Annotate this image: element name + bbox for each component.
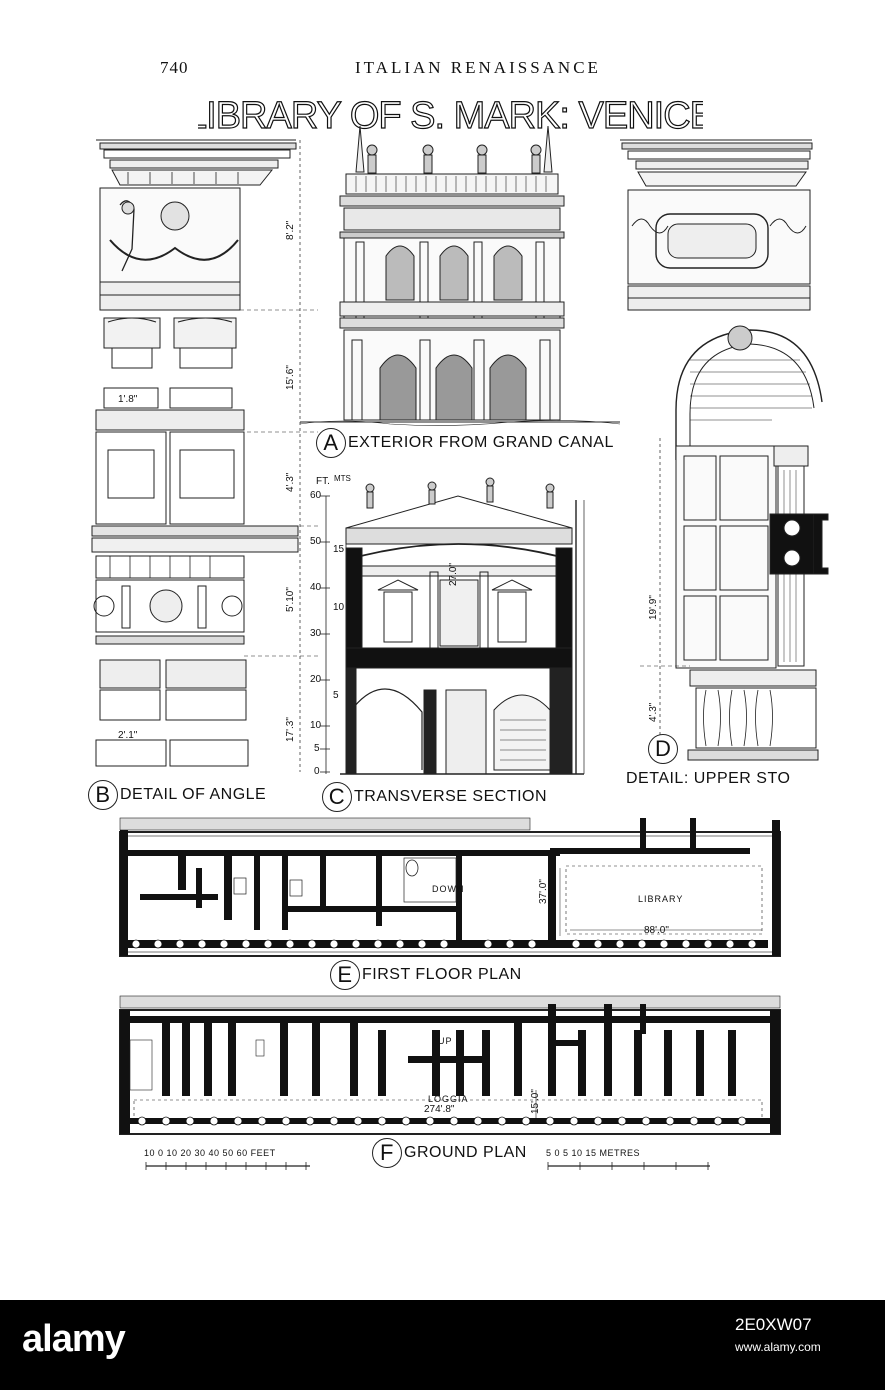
dim-b-upper: 15'.6" xyxy=(285,365,296,390)
dim-b-frieze: 8'.2" xyxy=(285,220,296,240)
panel-letter-d: D xyxy=(648,734,678,764)
feet-scale-bar xyxy=(145,1162,310,1170)
dim-e-width: 37'.0" xyxy=(538,879,549,904)
dim-f-length: 274'.8" xyxy=(424,1104,455,1115)
section-feet-label: FT. xyxy=(316,476,330,487)
architectural-drawing xyxy=(91,125,829,1170)
dim-b-entab: 5'.10" xyxy=(285,587,296,612)
panel-letter-f: F xyxy=(372,1138,402,1168)
metres-scale-label: 5 0 5 10 15 METRES xyxy=(546,1148,641,1158)
section-tick-20: 20 xyxy=(310,674,322,685)
alamy-logo: alamy xyxy=(22,1318,126,1360)
dim-d-sill: 4'.3" xyxy=(648,702,659,722)
plan-label-library: LIBRARY xyxy=(638,894,684,904)
transverse-section-drawing xyxy=(320,477,585,775)
section-tick-40: 40 xyxy=(310,582,322,593)
dim-b-lower: 17'.3" xyxy=(285,717,296,742)
dim-b-pedestal: 1'.8" xyxy=(118,394,138,405)
dim-c-span: 27.0" xyxy=(448,562,459,586)
dim-f-depth: 15'.0" xyxy=(530,1089,541,1114)
section-tick-30: 30 xyxy=(310,628,322,639)
section-tick-60: 60 xyxy=(310,490,322,501)
panel-letter-e: E xyxy=(330,960,360,990)
section-tick-0: 0 xyxy=(314,766,320,777)
plan-label-down: DOWN xyxy=(432,884,465,894)
dim-d-height: 19'.9" xyxy=(648,595,659,620)
feet-scale-label: 10 0 10 20 30 40 50 60 FEET xyxy=(144,1148,276,1158)
dim-b-base: 2'.1" xyxy=(118,730,138,741)
caption-a-text: EXTERIOR FROM GRAND CANAL xyxy=(348,434,614,452)
caption-f-text: GROUND PLAN xyxy=(404,1144,527,1162)
caption-e-text: FIRST FLOOR PLAN xyxy=(362,966,522,984)
ground-plan-drawing xyxy=(119,995,781,1135)
caption-c-text: TRANSVERSE SECTION xyxy=(354,788,548,806)
detail-upper-storey-drawing xyxy=(620,139,829,761)
exterior-elevation-drawing xyxy=(299,125,621,426)
page-title: LIBRARY OF S. MARK: VENICE xyxy=(198,94,703,136)
running-head: ITALIAN RENAISSANCE xyxy=(355,58,601,77)
section-mtick-15: 15 xyxy=(333,544,345,555)
svg-text:LIBRARY OF S. MARK: VENICE: LIBRARY OF S. MARK: VENICE xyxy=(198,95,703,136)
panel-letter-b: B xyxy=(88,780,118,810)
dim-b-cornice: 4'.3" xyxy=(285,472,296,492)
plan-label-loggia: LOGGIA xyxy=(428,1094,469,1104)
detail-angle-drawing xyxy=(91,139,318,772)
watermark-banner xyxy=(0,1300,885,1390)
image-id: 2E0XW07 xyxy=(735,1315,812,1334)
section-mtick-5: 5 xyxy=(333,690,339,701)
caption-b-text: DETAIL OF ANGLE xyxy=(120,786,267,804)
page-number: 740 xyxy=(160,58,189,77)
section-metres-label: MTS xyxy=(334,474,351,483)
panel-letter-c: C xyxy=(322,782,352,812)
panel-letter-a: A xyxy=(316,428,346,458)
caption-d-text: DETAIL: UPPER STO xyxy=(626,770,791,787)
metres-scale-bar xyxy=(547,1162,710,1170)
section-tick-50: 50 xyxy=(310,536,322,547)
plan-label-up: UP xyxy=(438,1036,453,1046)
first-floor-plan-drawing xyxy=(119,817,781,957)
section-mtick-10: 10 xyxy=(333,602,345,613)
banner-url: www.alamy.com xyxy=(735,1340,821,1354)
panel-letter-d-wrap: D xyxy=(648,734,680,764)
dim-e-length: 88'.0" xyxy=(644,925,669,936)
section-tick-10: 10 xyxy=(310,720,322,731)
section-tick-5: 5 xyxy=(314,743,320,754)
